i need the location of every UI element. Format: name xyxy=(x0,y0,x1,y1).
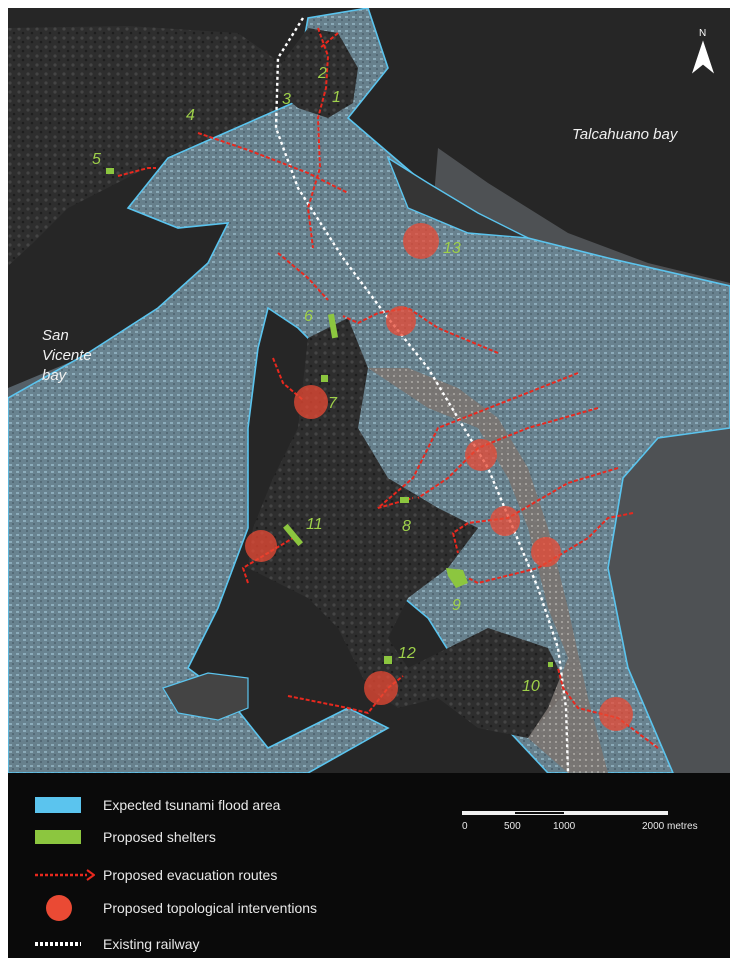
intervention-9 xyxy=(531,537,561,567)
route-1 xyxy=(306,27,330,249)
route-6 xyxy=(277,252,329,301)
town-grid xyxy=(368,368,608,773)
route-arrow-icon xyxy=(35,869,95,881)
site-number-5: 5 xyxy=(92,151,101,168)
scale-tick-2000: 2000 metres xyxy=(642,821,698,832)
route-10 xyxy=(557,667,659,749)
route-5 xyxy=(117,167,156,177)
legend: Expected tsunami flood area Proposed she… xyxy=(8,773,730,958)
intervention-7 xyxy=(294,385,328,419)
site-number-9: 9 xyxy=(452,597,461,614)
site-number-7: 7 xyxy=(328,395,338,412)
evacuation-routes xyxy=(117,27,659,749)
flood-area-swatch xyxy=(35,797,81,813)
shelter-11 xyxy=(282,523,304,547)
scale-bar-segment-2 xyxy=(514,811,565,815)
site-number-13: 13 xyxy=(443,240,461,257)
intervention-8 xyxy=(490,506,520,536)
scale-bar-segment-1 xyxy=(462,811,514,815)
shelter-6 xyxy=(327,313,339,339)
san-vicente-bay-label-line3: bay xyxy=(42,367,68,384)
proposed-shelters xyxy=(106,168,553,667)
shelter-5 xyxy=(106,168,114,174)
site-number-1: 1 xyxy=(332,89,341,106)
site-number-12: 12 xyxy=(398,645,416,662)
existing-railway xyxy=(274,17,570,773)
route-2 xyxy=(319,32,339,49)
legend-label-interventions: Proposed topological interventions xyxy=(103,900,318,916)
route-9 xyxy=(451,467,619,554)
site-number-6: 6 xyxy=(304,308,313,325)
small-island xyxy=(162,672,249,721)
intervention-10 xyxy=(599,697,633,731)
shelter-swatch xyxy=(35,830,81,844)
shelter-10 xyxy=(548,662,553,667)
site-number-10: 10 xyxy=(522,678,540,695)
railway-swatch xyxy=(35,942,81,946)
intervention-swatch xyxy=(46,895,72,921)
inner-lagoon xyxy=(386,156,529,239)
intervention-13 xyxy=(403,223,439,259)
legend-label-railway: Existing railway xyxy=(103,936,200,952)
san-vicente-bay-label-line2: Vicente xyxy=(42,347,92,364)
shelter-8 xyxy=(400,497,409,503)
scale-tick-500: 500 xyxy=(504,821,521,832)
route-9b xyxy=(467,512,634,585)
scale-tick-1000: 1000 xyxy=(553,821,576,832)
scale-tick-0: 0 xyxy=(462,821,468,832)
legend-label-routes: Proposed evacuation routes xyxy=(103,867,278,883)
route-8 xyxy=(377,372,579,509)
route-4 xyxy=(197,132,349,194)
topological-interventions xyxy=(245,223,633,731)
site-numbers: 1 2 3 4 5 6 7 8 9 10 11 12 13 xyxy=(92,65,540,695)
north-hill xyxy=(278,28,358,118)
site-number-8: 8 xyxy=(402,518,411,535)
talcahuano-bay-label: Talcahuano bay xyxy=(572,126,679,143)
north-arrow: N xyxy=(691,28,715,74)
site-number-4: 4 xyxy=(186,107,195,124)
north-arrow-label: N xyxy=(699,28,706,39)
intervention-12 xyxy=(364,671,398,705)
shelter-9 xyxy=(446,568,468,588)
intervention-11 xyxy=(245,530,277,562)
map-figure: Talcahuano bay San Vicente bay 1 2 3 4 5… xyxy=(8,8,730,958)
legend-label-flood: Expected tsunami flood area xyxy=(103,797,281,813)
site-number-11: 11 xyxy=(306,516,323,533)
intervention-mid xyxy=(465,439,497,471)
central-hills xyxy=(248,318,568,738)
site-number-3: 3 xyxy=(282,91,291,108)
san-vicente-bay-label-line1: San xyxy=(42,327,69,344)
site-number-2: 2 xyxy=(317,65,327,82)
legend-label-shelters: Proposed shelters xyxy=(103,829,216,845)
shelter-12 xyxy=(384,656,392,664)
scale-bar: 0 500 1000 2000 metres xyxy=(462,811,698,841)
scale-bar-segment-3 xyxy=(565,811,668,815)
map-canvas: Talcahuano bay San Vicente bay 1 2 3 4 5… xyxy=(8,8,730,773)
north-arrow-icon xyxy=(691,40,715,74)
shelter-7 xyxy=(321,375,328,382)
intervention-upper xyxy=(386,306,416,336)
northwest-hills xyxy=(8,26,288,266)
